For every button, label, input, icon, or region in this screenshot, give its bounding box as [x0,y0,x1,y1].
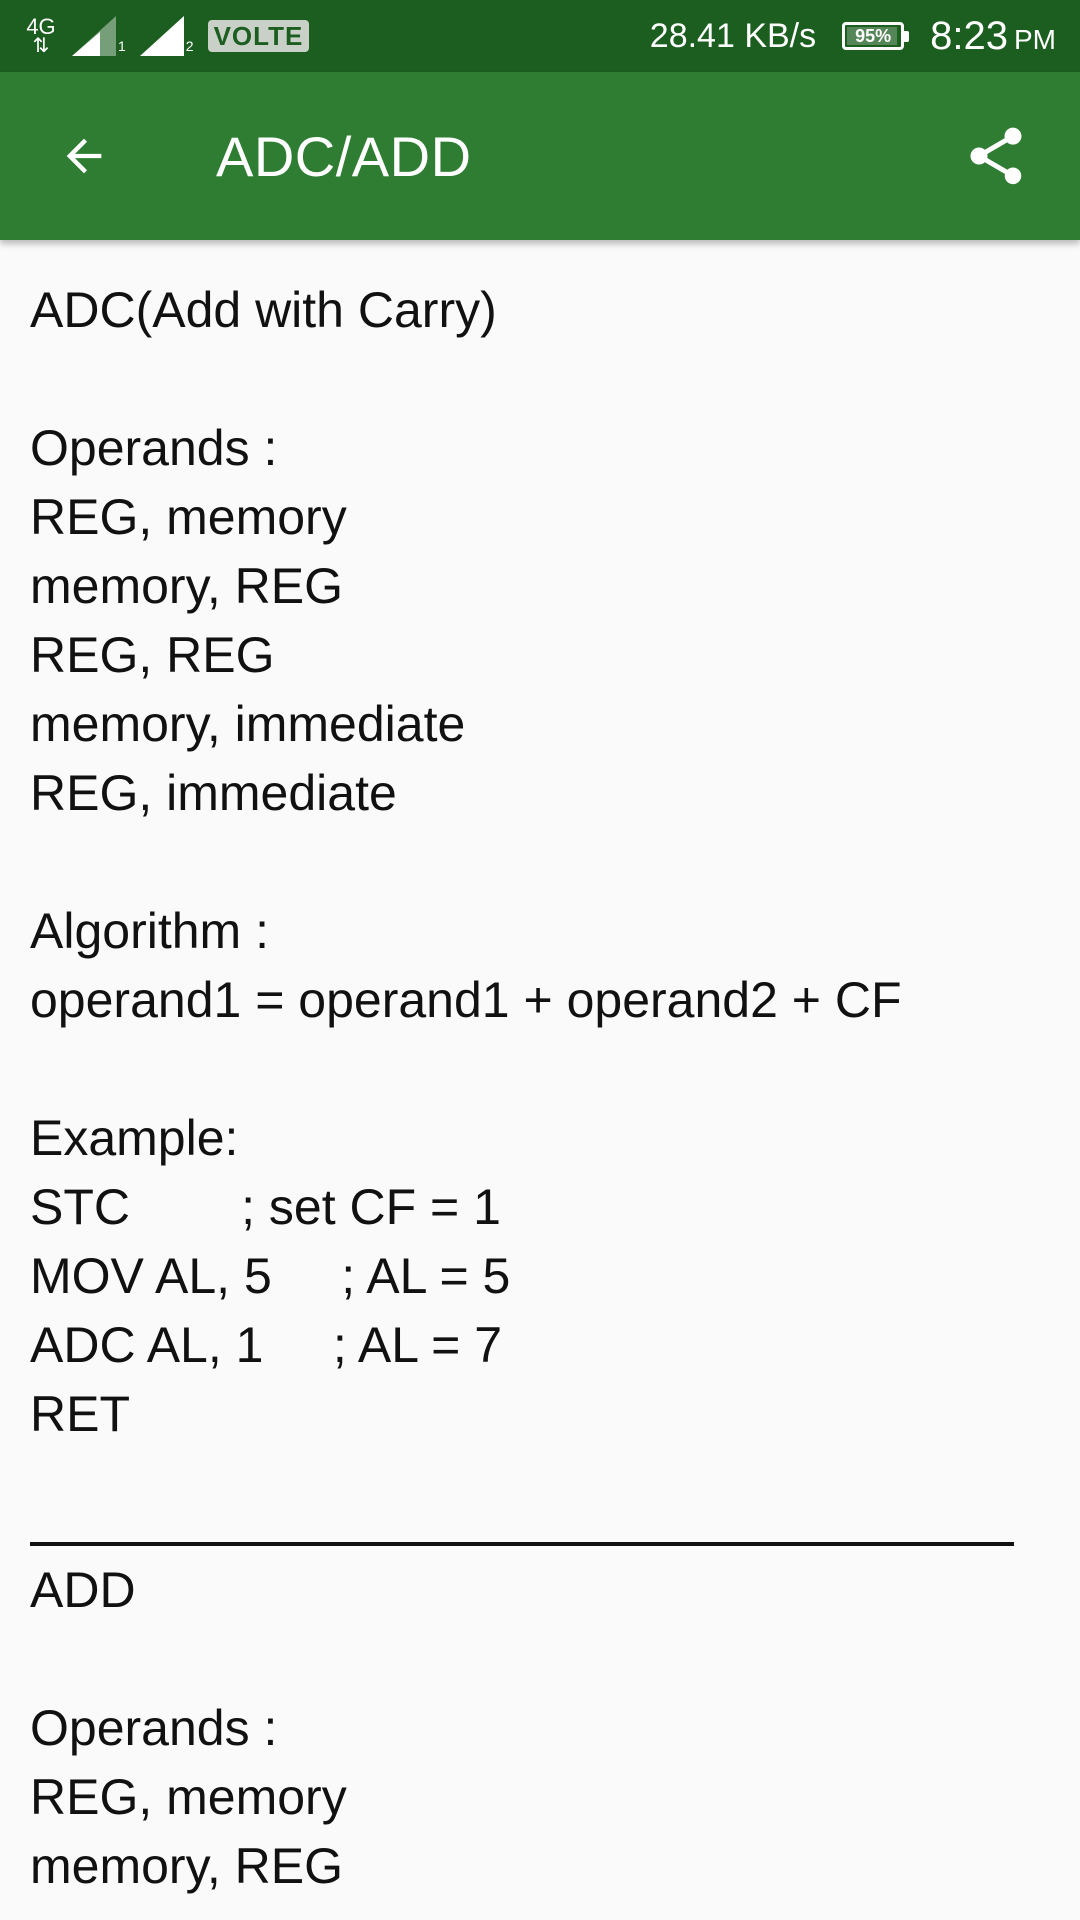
text-line: REG, memory [30,1769,347,1825]
text-line [30,1625,1050,1694]
text-line: Algorithm : [30,903,269,959]
data-arrows-icon: ⇅ [32,35,50,57]
text-line: Operands : [30,420,278,476]
text-line: memory, immediate [30,696,466,752]
page-title: ADC/ADD [216,124,472,188]
text-line: Operands : [30,1700,278,1756]
clock-time: 8:23 [930,13,1008,58]
text-line: memory, REG [30,1838,343,1894]
arrow-back-icon [66,138,102,174]
text-line [30,1449,1050,1518]
text-line [30,828,1050,897]
section-divider [30,1542,1014,1546]
add-section: ADD Operands : REG, memory memory, REG [30,1556,1050,1901]
text-line: ADC(Add with Carry) [30,282,497,338]
app-bar: ADC/ADD [0,72,1080,240]
signal-strength-icon [139,16,184,56]
text-line [30,345,1050,414]
instruction-content[interactable]: ADC(Add with Carry) Operands : REG, memory… [0,240,1080,1920]
text-line: REG, REG [30,627,275,683]
text-line: REG, immediate [30,765,397,821]
text-line: operand1 = operand1 + operand2 + CF [30,972,902,1028]
clock-ampm: PM [1014,23,1056,55]
back-button[interactable] [24,96,144,216]
share-button[interactable] [948,108,1044,204]
share-icon [970,127,1022,185]
adc-section: ADC(Add with Carry) Operands : REG, memory… [30,276,1050,1518]
battery-fill [847,27,897,45]
battery-level: 95% [855,25,892,46]
text-line: STC ; set CF = 1 [30,1179,501,1235]
network-type-label: 4G [26,14,56,39]
text-line: ADC AL, 1 ; AL = 7 [30,1317,503,1373]
sim1-signal: 1 [72,16,126,56]
text-line: memory, REG [30,558,343,614]
data-speed: 28.41 KB/s [649,16,817,55]
sim2-label: 2 [185,38,194,54]
volte-badge: VOLTE [207,20,310,52]
text-line: RET [30,1386,130,1442]
text-line: MOV AL, 5 ; AL = 5 [30,1248,511,1304]
signal-strength-icon [72,16,116,56]
text-line: ADD [30,1562,136,1618]
text-line [30,1035,1050,1104]
battery-icon: 95% [842,22,910,50]
status-left: 4G ⇅ 1 2 VOLTE [24,14,310,58]
text-line: Example: [30,1110,239,1166]
text-line: REG, memory [30,489,347,545]
network-type-indicator: 4G ⇅ [24,14,58,58]
sim1-label: 1 [118,38,126,54]
sim2-signal: 2 [139,16,194,56]
